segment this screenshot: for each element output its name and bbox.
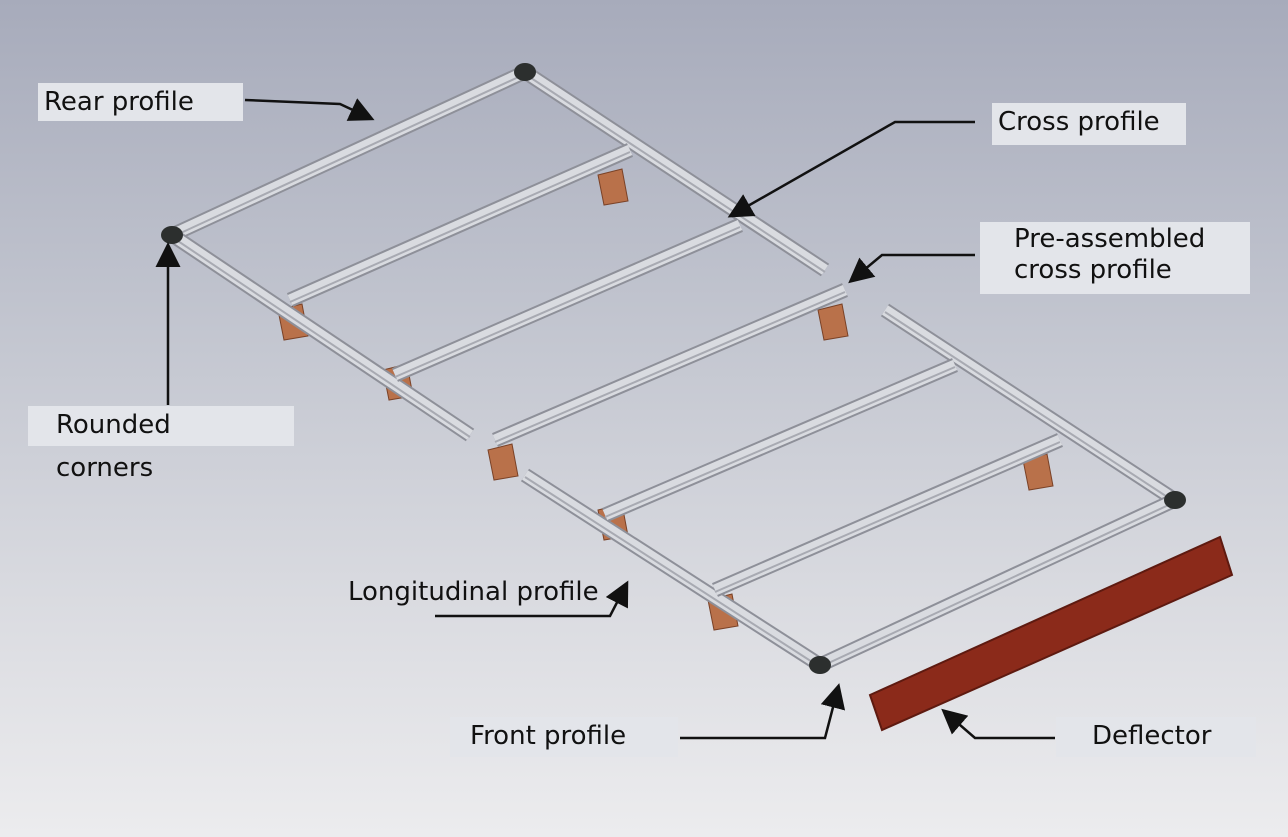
rear-profile bbox=[168, 65, 529, 242]
label-longitudinal-profile: Longitudinal profile bbox=[348, 577, 599, 607]
label-rounded-line2: corners bbox=[56, 453, 154, 483]
longitudinal-profile-arrow bbox=[435, 580, 629, 618]
rounded-corner bbox=[1164, 491, 1186, 509]
label-deflector: Deflector bbox=[1056, 717, 1256, 757]
label-front-profile: Front profile bbox=[450, 717, 678, 757]
label-pre-assembled-line2: cross profile bbox=[1014, 255, 1172, 285]
bracket bbox=[487, 443, 519, 481]
label-cross-profile: Cross profile bbox=[992, 103, 1186, 145]
front-left-longitudinal-profile bbox=[520, 468, 825, 672]
label-pre-assembled-cross-profile: Pre-assembled cross profile bbox=[980, 222, 1250, 294]
rear-cross-profile bbox=[392, 218, 743, 382]
bracket bbox=[817, 303, 849, 341]
pre-assembled-cross-profile bbox=[492, 283, 848, 447]
front-right-longitudinal-profile bbox=[880, 303, 1180, 507]
front-cross-profile bbox=[712, 433, 1063, 597]
bracket bbox=[597, 168, 629, 206]
label-pre-assembled-line1: Pre-assembled bbox=[1014, 224, 1206, 254]
pre-assembled-arrow bbox=[848, 253, 975, 284]
rounded-corner bbox=[514, 63, 536, 81]
rounded-corner bbox=[161, 226, 183, 244]
label-rear-profile: Rear profile bbox=[38, 83, 243, 121]
front-profile bbox=[816, 493, 1179, 672]
label-rounded-line1: Rounded bbox=[28, 406, 294, 446]
rear-right-longitudinal-profile bbox=[520, 65, 830, 277]
deflector-arrow bbox=[941, 708, 1055, 740]
rear-profile-arrow bbox=[244, 98, 375, 121]
deflector-panel bbox=[868, 535, 1234, 732]
rounded-corner bbox=[809, 656, 831, 674]
cross-profile-arrow bbox=[727, 120, 975, 218]
rear-left-longitudinal-profile bbox=[167, 228, 475, 442]
rear-cross-profile bbox=[286, 143, 634, 307]
front-profile-arrow bbox=[680, 683, 846, 740]
front-cross-profile bbox=[602, 358, 958, 522]
